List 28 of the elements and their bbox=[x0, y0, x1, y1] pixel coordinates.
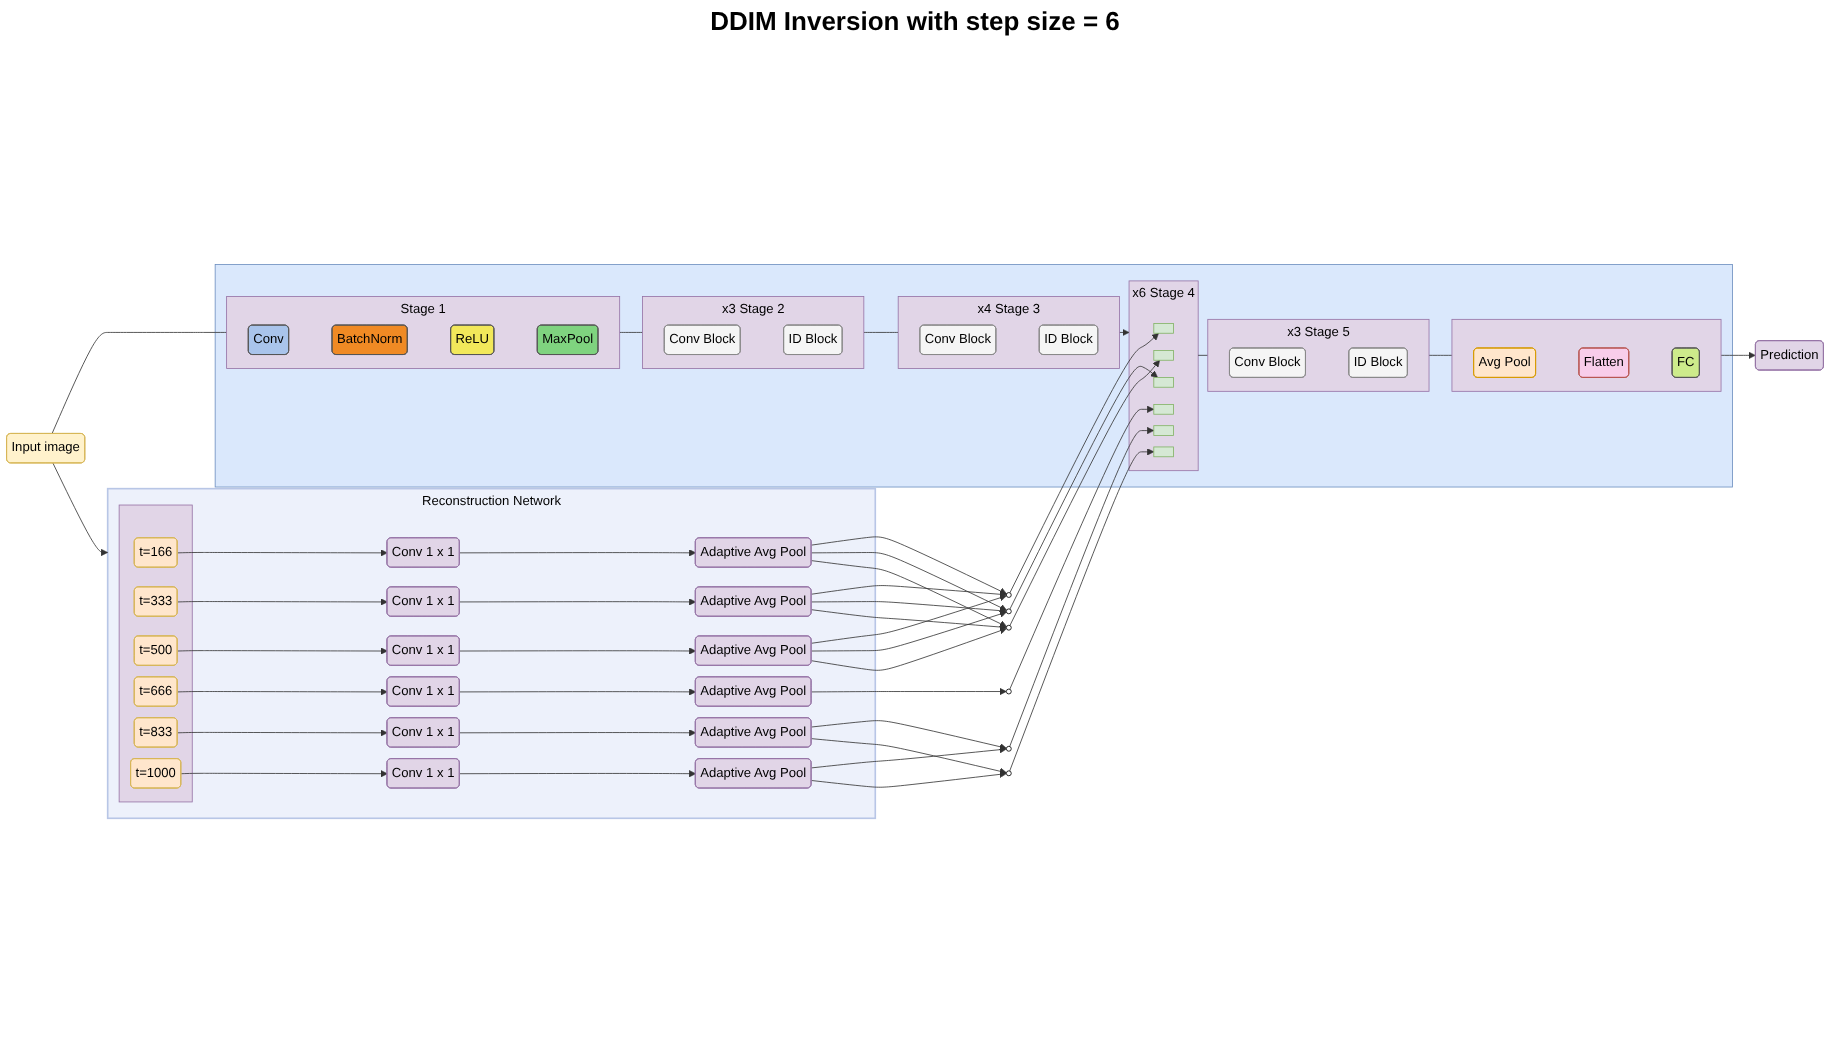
node-circle bbox=[1005, 745, 1012, 752]
arrow bbox=[1119, 328, 1130, 336]
node-bar bbox=[1153, 376, 1174, 388]
cluster bbox=[214, 263, 1733, 487]
connector bbox=[1197, 354, 1209, 356]
connector bbox=[863, 331, 899, 333]
node-bar bbox=[1153, 403, 1174, 415]
node-bar bbox=[1153, 424, 1174, 436]
cluster bbox=[642, 295, 865, 369]
cluster bbox=[106, 487, 877, 819]
cluster bbox=[1207, 318, 1430, 392]
cluster bbox=[118, 504, 193, 802]
cluster bbox=[1128, 280, 1199, 471]
node-circle bbox=[1005, 770, 1012, 776]
connector bbox=[619, 331, 643, 333]
node-bar bbox=[1153, 349, 1174, 361]
node-bar bbox=[1153, 446, 1174, 457]
cluster bbox=[226, 295, 621, 369]
node-bar bbox=[1153, 322, 1174, 334]
cluster bbox=[897, 295, 1120, 369]
node-circle bbox=[1005, 608, 1012, 614]
node-circle bbox=[1005, 591, 1012, 598]
connector bbox=[51, 331, 227, 434]
direction-arrow-label: DDIM Inversion with step size = 6 bbox=[710, 6, 1120, 36]
node-circle bbox=[1005, 688, 1012, 694]
cluster bbox=[1451, 318, 1722, 392]
connector bbox=[1428, 354, 1453, 356]
node-circle bbox=[1005, 624, 1012, 631]
